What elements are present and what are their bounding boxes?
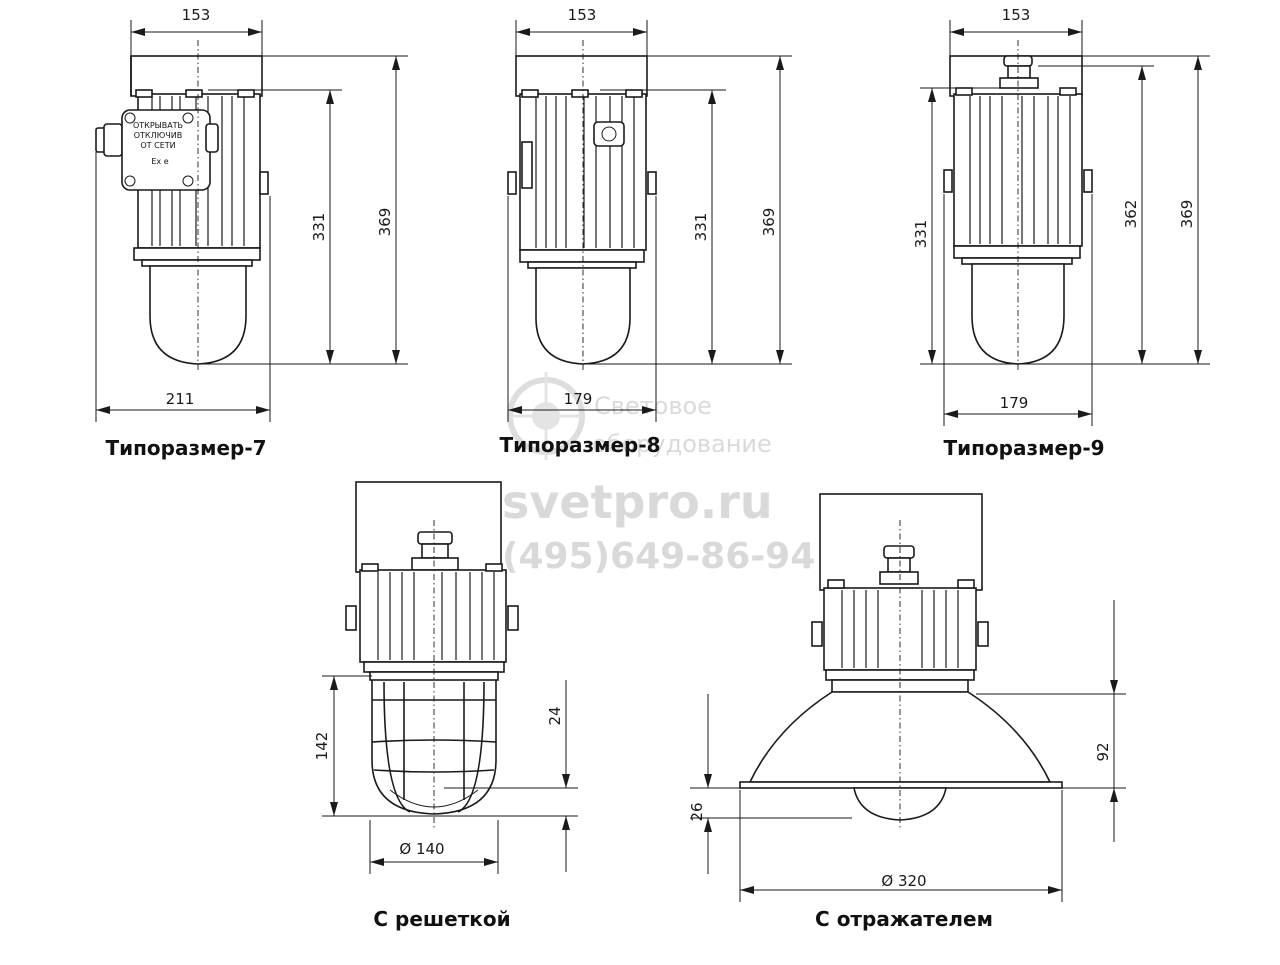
caption-type-9: Типоразмер-9 <box>943 436 1104 460</box>
t8-height-total: 369 <box>760 208 778 237</box>
grid-height-guard: 142 <box>313 732 331 761</box>
reflector-rim-height: 26 <box>688 802 706 821</box>
t9-height-body: 331 <box>912 220 930 249</box>
t7-height-total: 369 <box>376 208 394 237</box>
t7-height-body: 331 <box>310 213 328 242</box>
caption-type-7: Типоразмер-7 <box>105 436 266 460</box>
plate-line-3: ОТ СЕТИ <box>140 141 175 150</box>
watermark-line2: оборудование <box>592 430 772 458</box>
watermark: Световое оборудование svetpro.ru (495)64… <box>502 372 815 577</box>
t7-width-bottom: 211 <box>166 390 195 408</box>
view-with-grid: 142 24 Ø 140 С решеткой <box>313 481 578 931</box>
t8-width-top: 153 <box>568 6 597 24</box>
reflector-height: 92 <box>1094 742 1112 761</box>
view-type-9: 153 331 362 369 179 Типоразмер-9 <box>912 6 1210 460</box>
plate-line-2: ОТКЛЮЧИВ <box>134 131 182 140</box>
t8-width-bottom: 179 <box>564 390 593 408</box>
watermark-phone: (495)649-86-94 <box>502 536 815 577</box>
view-with-reflector: 92 26 Ø 320 С отражателем <box>688 493 1126 931</box>
t7-width-top: 153 <box>182 6 211 24</box>
t8-height-body: 331 <box>692 213 710 242</box>
t9-width-top: 153 <box>1002 6 1031 24</box>
caption-with-reflector: С отражателем <box>815 907 993 931</box>
reflector-diameter: Ø 320 <box>881 872 926 890</box>
view-type-7: ОТКРЫВАТЬ ОТКЛЮЧИВ ОТ СЕТИ Ex e 153 331 … <box>95 6 408 460</box>
grid-diameter: Ø 140 <box>399 840 444 858</box>
t9-height-mid: 362 <box>1122 200 1140 229</box>
caption-type-8: Типоразмер-8 <box>499 433 660 457</box>
watermark-site: svetpro.ru <box>502 475 773 529</box>
grid-height-small: 24 <box>546 706 564 725</box>
caption-with-grid: С решеткой <box>373 907 510 931</box>
plate-line-1: ОТКРЫВАТЬ <box>133 121 183 130</box>
t9-height-total: 369 <box>1178 200 1196 229</box>
watermark-line1: Световое <box>594 392 712 420</box>
t9-width-bottom: 179 <box>1000 394 1029 412</box>
plate-line-4: Ex e <box>151 157 168 166</box>
view-type-8: 153 331 369 179 Типоразмер-8 <box>499 6 792 457</box>
